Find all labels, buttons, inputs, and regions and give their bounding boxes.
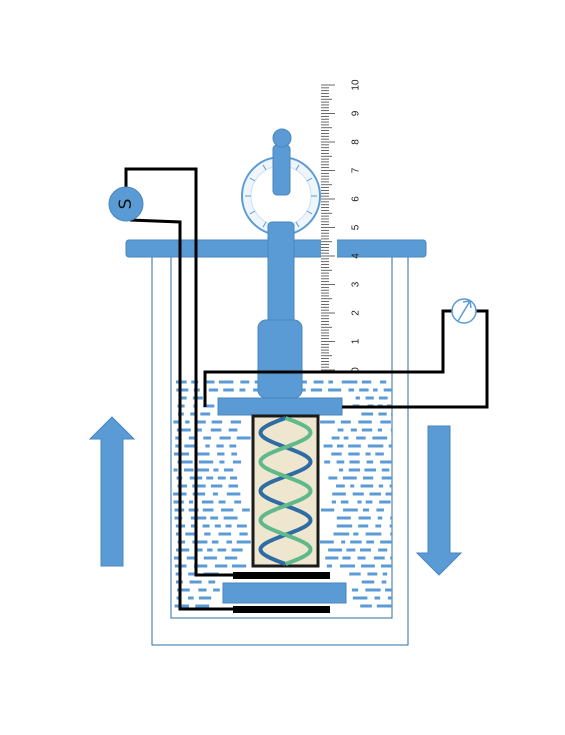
dial-tick bbox=[306, 177, 313, 182]
middle-electrode-bar bbox=[233, 572, 330, 579]
gauge-knob bbox=[272, 128, 292, 148]
ruler: 0 1 2 3 4 5 6 7 8 9 10 bbox=[321, 79, 362, 373]
dial-tick bbox=[295, 221, 300, 228]
source-wire-top bbox=[124, 167, 233, 577]
piston bbox=[257, 319, 303, 399]
ruler-label: 1 bbox=[351, 338, 362, 344]
ruler-label: 10 bbox=[351, 79, 362, 91]
meter-needle bbox=[457, 300, 471, 322]
meter-wire-lower bbox=[342, 309, 489, 409]
ruler-labels: 0 1 2 3 4 5 6 7 8 9 10 bbox=[351, 79, 362, 373]
dial-tick bbox=[249, 177, 256, 182]
ruler-label: 0 bbox=[351, 367, 362, 373]
bottom-electrode-bar bbox=[233, 606, 330, 613]
source: S bbox=[108, 186, 144, 222]
up-arrow-icon bbox=[88, 416, 136, 567]
ruler-label: 2 bbox=[351, 310, 362, 316]
meter-icon bbox=[451, 298, 477, 324]
upper-platen bbox=[217, 397, 343, 416]
source-circle bbox=[108, 186, 144, 222]
ruler-label: 8 bbox=[351, 139, 362, 145]
sample-column bbox=[251, 414, 320, 568]
source-wire-bottom bbox=[129, 218, 233, 611]
helix-strand-green bbox=[258, 416, 313, 566]
down-arrow-icon bbox=[415, 425, 463, 576]
meter-needle-head bbox=[462, 300, 472, 309]
dial-tick bbox=[249, 210, 256, 215]
gauge-stem bbox=[272, 144, 291, 196]
dial-tick bbox=[295, 164, 300, 171]
meter-wire-upper bbox=[203, 309, 452, 407]
ruler-label: 6 bbox=[351, 196, 362, 202]
dial-tick bbox=[262, 221, 267, 228]
dial-tick bbox=[262, 164, 267, 171]
lower-platen bbox=[222, 582, 347, 604]
helix-strand-blue bbox=[258, 416, 313, 566]
ruler-label: 9 bbox=[351, 110, 362, 116]
ruler-label: 5 bbox=[351, 224, 362, 230]
dial-tick bbox=[306, 210, 313, 215]
source-label: S bbox=[116, 199, 136, 210]
ruler-label: 3 bbox=[351, 281, 362, 287]
ruler-label: 7 bbox=[351, 167, 362, 173]
ruler-ticks bbox=[321, 84, 335, 371]
ruler-label: 4 bbox=[351, 253, 362, 259]
